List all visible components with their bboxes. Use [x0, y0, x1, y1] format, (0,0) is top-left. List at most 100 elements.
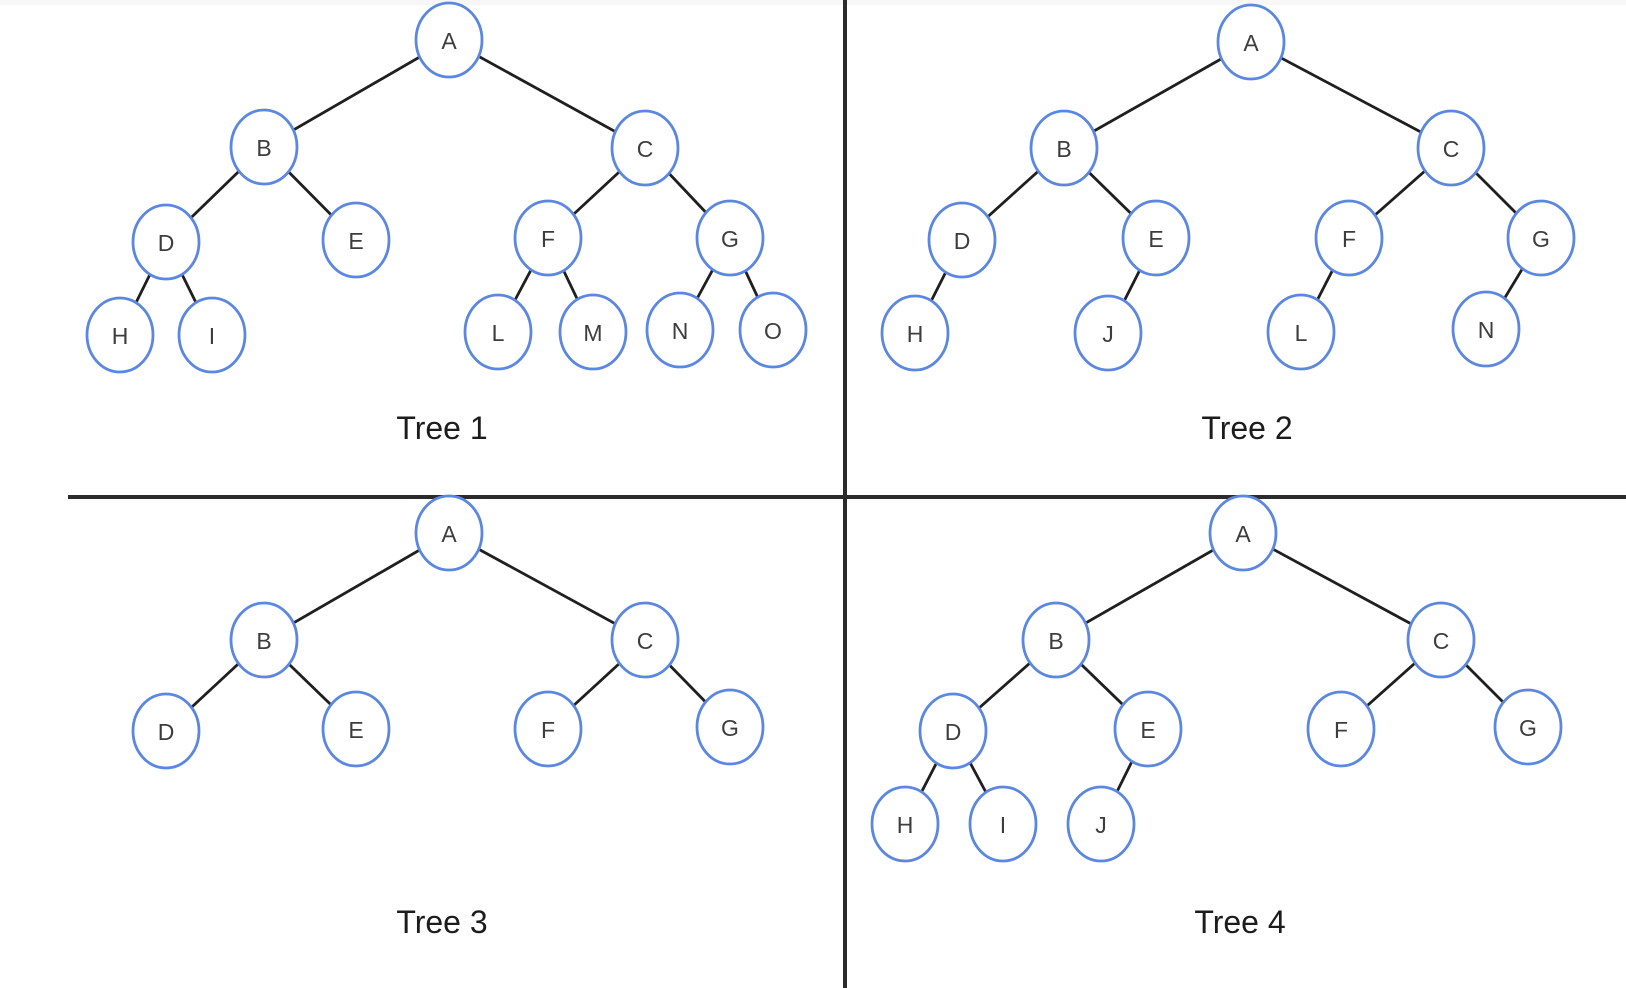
tree-2-node-G: G	[1506, 199, 1576, 277]
top-edge-strip	[0, 0, 1626, 5]
node-circle	[321, 201, 391, 279]
tree-1-node-I: I	[177, 296, 247, 374]
tree-2-node-C: C	[1416, 109, 1486, 187]
node-letter: B	[256, 628, 271, 654]
node-letter: I	[1000, 812, 1006, 838]
tree-2-node-D: D	[927, 201, 997, 279]
node-letter: D	[158, 719, 175, 745]
tree-2-node-J: J	[1073, 294, 1143, 372]
node-circle	[1406, 601, 1476, 679]
node-letter: J	[1095, 812, 1107, 838]
tree-1-edge-A-B	[262, 38, 451, 149]
tree-1-edge-A-C	[447, 38, 647, 150]
tree-4-node-E: E	[1113, 690, 1183, 768]
node-circle	[85, 296, 155, 374]
node-circle	[1029, 109, 1099, 187]
node-circle	[880, 294, 950, 372]
tree-2-node-H: H	[880, 294, 950, 372]
node-letter: B	[256, 135, 271, 161]
tree-1-node-L: L	[463, 293, 533, 371]
node-letter: A	[1243, 30, 1259, 56]
tree-2-node-L: L	[1266, 293, 1336, 371]
node-circle	[968, 785, 1038, 863]
node-circle	[177, 296, 247, 374]
node-letter: M	[583, 320, 602, 346]
node-circle	[1314, 199, 1384, 277]
tree-2-node-A: A	[1216, 3, 1286, 81]
node-circle	[414, 1, 484, 79]
tree-4-node-H: H	[870, 785, 940, 863]
node-circle	[1066, 785, 1136, 863]
tree-1-node-B: B	[229, 108, 299, 186]
node-letter: C	[637, 628, 654, 654]
tree-1-node-G: G	[695, 199, 765, 277]
tree-2-node-B: B	[1029, 109, 1099, 187]
tree-3-edge-A-C	[447, 531, 647, 642]
tree-2-node-F: F	[1314, 199, 1384, 277]
tree-3-caption: Tree 3	[396, 904, 487, 940]
tree-1-node-F: F	[513, 199, 583, 277]
node-letter: F	[541, 226, 555, 252]
node-letter: G	[1532, 226, 1550, 252]
node-letter: L	[1295, 320, 1308, 346]
node-letter: A	[441, 28, 457, 54]
node-circle	[918, 692, 988, 770]
tree-4-edge-A-B	[1054, 531, 1245, 642]
node-circle	[610, 109, 680, 187]
node-letter: B	[1048, 628, 1063, 654]
node-letter: N	[672, 318, 689, 344]
node-circle	[463, 293, 533, 371]
tree-1-node-M: M	[558, 293, 628, 371]
tree-3-node-D: D	[131, 692, 201, 770]
node-circle	[927, 201, 997, 279]
tree-4-node-F: F	[1306, 690, 1376, 768]
node-letter: F	[1334, 717, 1348, 743]
node-letter: G	[721, 226, 739, 252]
node-circle	[1208, 494, 1278, 572]
node-letter: D	[158, 230, 175, 256]
tree-2-edge-A-C	[1249, 40, 1453, 150]
node-letter: G	[721, 715, 739, 741]
node-circle	[738, 291, 808, 369]
tree-4-node-I: I	[968, 785, 1038, 863]
node-circle	[1073, 294, 1143, 372]
tree-3-node-E: E	[321, 690, 391, 768]
node-letter: A	[441, 521, 457, 547]
tree-3-node-F: F	[513, 690, 583, 768]
node-letter: H	[907, 321, 924, 347]
tree-2-node-E: E	[1121, 199, 1191, 277]
node-letter: C	[1433, 628, 1450, 654]
node-letter: D	[945, 719, 962, 745]
node-circle	[131, 692, 201, 770]
node-letter: F	[541, 717, 555, 743]
node-letter: E	[1148, 226, 1163, 252]
node-letter: L	[492, 320, 505, 346]
tree-1-node-O: O	[738, 291, 808, 369]
node-circle	[558, 293, 628, 371]
node-circle	[870, 785, 940, 863]
tree-3-node-G: G	[695, 688, 765, 766]
node-circle	[1121, 199, 1191, 277]
node-circle	[513, 690, 583, 768]
node-circle	[229, 108, 299, 186]
node-circle	[414, 494, 484, 572]
node-circle	[645, 291, 715, 369]
node-letter: O	[764, 318, 782, 344]
node-circle	[1416, 109, 1486, 187]
node-letter: C	[637, 136, 654, 162]
node-circle	[1306, 690, 1376, 768]
node-circle	[1021, 601, 1091, 679]
node-letter: E	[1140, 717, 1155, 743]
tree-1-node-H: H	[85, 296, 155, 374]
tree-4-edge-A-C	[1241, 531, 1443, 642]
node-circle	[321, 690, 391, 768]
tree-1-node-D: D	[131, 203, 201, 281]
tree-1-caption: Tree 1	[396, 410, 487, 446]
node-circle	[610, 601, 680, 679]
node-circle	[513, 199, 583, 277]
node-letter: E	[348, 717, 363, 743]
